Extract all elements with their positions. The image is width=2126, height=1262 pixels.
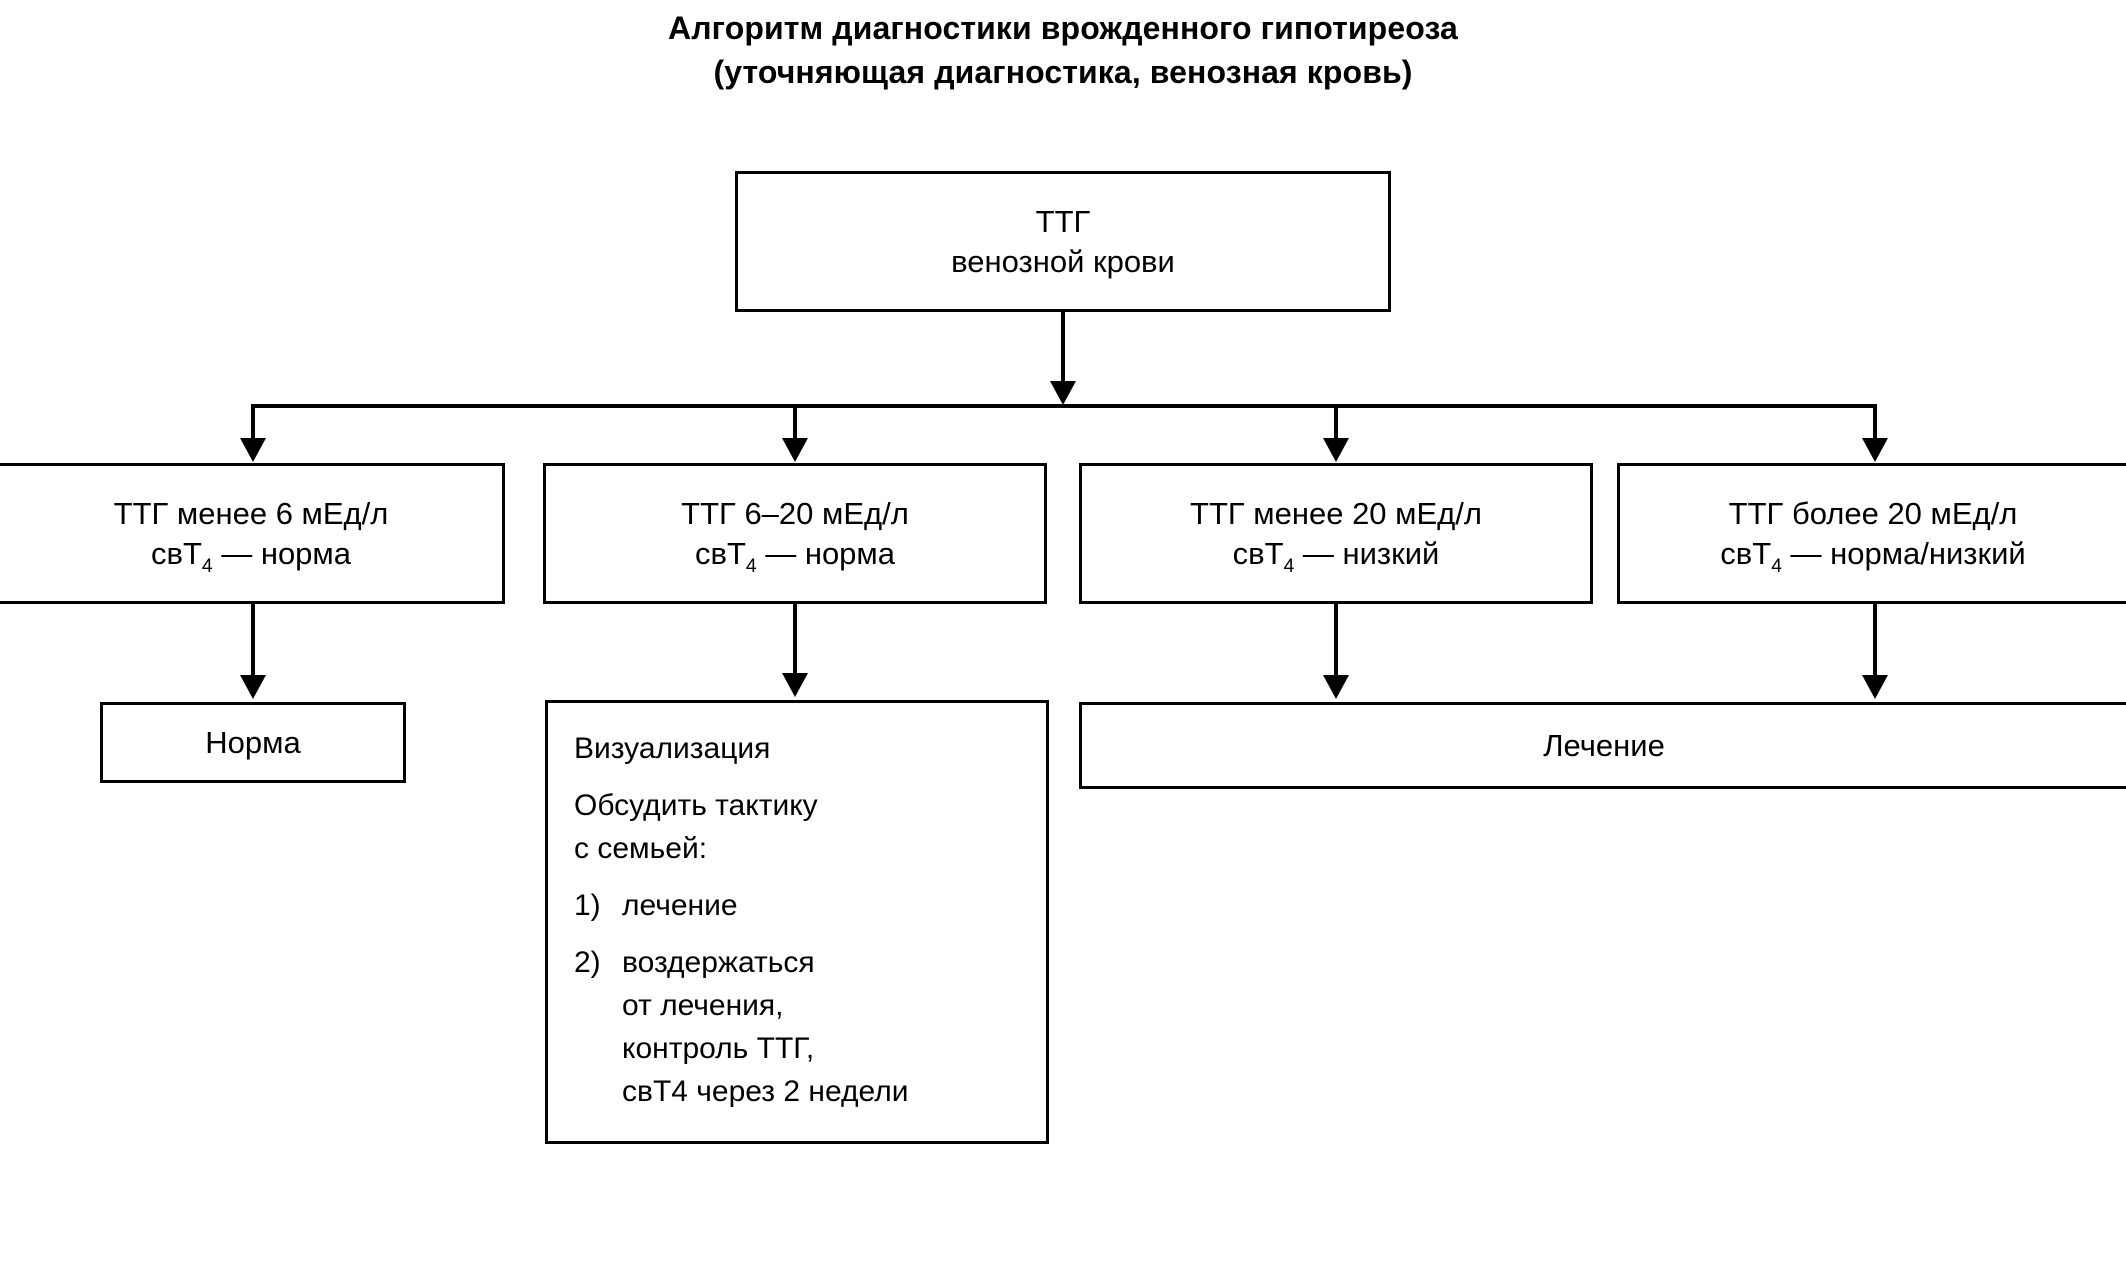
connector-bus-to-branch-3: [1334, 404, 1338, 442]
node-ttg-venous-blood: ТТГ венозной крови: [735, 171, 1391, 312]
node-ttg-venous-blood-line-1: ТТГ: [1035, 203, 1091, 239]
node-norma-label: Норма: [205, 724, 301, 760]
node-ttg-under-6: ТТГ менее 6 мЕд/л свТ4 — норма: [0, 463, 505, 604]
visualization-list-item-1-line-1: лечение: [622, 889, 738, 922]
ft4-subscript: 4: [1771, 555, 1782, 577]
ft4-label: свТ: [695, 535, 746, 571]
node-visualization-body: Визуализация Обсудить тактику с семьей: …: [574, 727, 1032, 1127]
arrowhead-bus-to-branch-1: [240, 438, 266, 462]
connector-branch-1-to-norma: [251, 604, 255, 679]
node-treatment-label: Лечение: [1543, 727, 1665, 763]
ft4-subscript: 4: [1283, 555, 1295, 577]
connector-branch-4-to-treatment: [1873, 604, 1877, 679]
node-ttg-over-20: ТТГ более 20 мЕд/л свТ4 — норма/низкий: [1617, 463, 2126, 604]
connector-bus-horizontal: [251, 404, 1877, 408]
ft4-label: свТ: [1720, 535, 1772, 571]
ft4-subscript: 4: [745, 555, 757, 577]
visualization-heading: Визуализация: [574, 732, 771, 765]
visualization-list-item-2-text: воздержаться от лечения, контроль ТТГ, с…: [622, 941, 1032, 1113]
node-ttg-under-20-text: ТТГ менее 20 мЕд/л свТ4 — низкий: [1082, 494, 1590, 577]
visualization-list-item-2-line-2: от лечения,: [622, 989, 784, 1022]
node-ttg-venous-blood-line-2: венозной крови: [951, 243, 1175, 279]
ft4-label: свТ: [151, 535, 202, 571]
node-ttg-over-20-line-1: ТТГ более 20 мЕд/л: [1728, 495, 2018, 531]
node-ttg-under-20-line-1: ТТГ менее 20 мЕд/л: [1190, 495, 1482, 531]
node-ttg-6-to-20-text: ТТГ 6–20 мЕд/л свТ4 — норма: [546, 494, 1044, 577]
node-ttg-venous-blood-text: ТТГ венозной крови: [738, 202, 1388, 282]
arrowhead-branch-3-to-treatment: [1323, 675, 1349, 699]
connector-bus-to-branch-1: [251, 404, 255, 442]
ft4-status: — норма: [212, 535, 351, 571]
visualization-subheading-line-2: с семьей:: [574, 832, 708, 865]
connector-bus-to-branch-4: [1873, 404, 1877, 442]
visualization-list-item-1: 1) лечение: [574, 884, 1032, 927]
arrowhead-bus-to-branch-4: [1862, 438, 1888, 462]
node-visualization: Визуализация Обсудить тактику с семьей: …: [545, 700, 1049, 1144]
arrowhead-root-to-bus: [1050, 381, 1076, 405]
connector-branch-2-to-visualization: [793, 604, 797, 679]
visualization-subheading-line-1: Обсудить тактику: [574, 789, 818, 822]
arrowhead-bus-to-branch-2: [782, 438, 808, 462]
node-ttg-over-20-text: ТТГ более 20 мЕд/л свТ4 — норма/низкий: [1620, 494, 2126, 577]
ft4-status: — низкий: [1294, 535, 1440, 571]
node-ttg-6-to-20: ТТГ 6–20 мЕд/л свТ4 — норма: [543, 463, 1047, 604]
arrowhead-branch-1-to-norma: [240, 675, 266, 699]
node-ttg-6-to-20-line-1: ТТГ 6–20 мЕд/л: [681, 495, 909, 531]
ft4-subscript: 4: [201, 555, 213, 577]
node-norma-text: Норма: [103, 723, 403, 763]
ft4-label: свТ: [1232, 535, 1284, 571]
arrowhead-bus-to-branch-3: [1323, 438, 1349, 462]
connector-bus-to-branch-2: [793, 404, 797, 442]
visualization-list-item-1-number: 1): [574, 889, 601, 922]
visualization-list-item-2-line-4: свТ4 через 2 недели: [622, 1075, 909, 1108]
visualization-subheading: Обсудить тактику с семьей:: [574, 784, 1032, 870]
arrowhead-branch-2-to-visualization: [782, 673, 808, 697]
diagram-title-line-1: Алгоритм диагностики врожденного гипотир…: [668, 10, 1458, 46]
diagram-title-line-2: (уточняющая диагностика, венозная кровь): [713, 54, 1413, 90]
node-ttg-under-6-line-1: ТТГ менее 6 мЕд/л: [113, 495, 389, 531]
node-ttg-under-20: ТТГ менее 20 мЕд/л свТ4 — низкий: [1079, 463, 1593, 604]
visualization-list-item-1-text: лечение: [622, 884, 1032, 927]
visualization-list-item-2-number: 2): [574, 946, 601, 979]
node-ttg-under-6-line-2: свТ4 — норма: [8, 534, 494, 577]
node-ttg-under-6-text: ТТГ менее 6 мЕд/л свТ4 — норма: [0, 494, 502, 577]
node-ttg-under-20-line-2: свТ4 — низкий: [1090, 534, 1582, 577]
node-ttg-over-20-line-2: свТ4 — норма/низкий: [1628, 534, 2118, 577]
ft4-status: — норма: [756, 535, 895, 571]
node-norma: Норма: [100, 702, 406, 783]
visualization-list-item-2-line-3: контроль ТТГ,: [622, 1032, 815, 1065]
connector-branch-3-to-treatment: [1334, 604, 1338, 679]
visualization-list-item-2-line-1: воздержаться: [622, 946, 815, 979]
arrowhead-branch-4-to-treatment: [1862, 675, 1888, 699]
visualization-list-item-2: 2) воздержаться от лечения, контроль ТТГ…: [574, 941, 1032, 1113]
node-ttg-6-to-20-line-2: свТ4 — норма: [554, 534, 1036, 577]
connector-root-stem: [1061, 311, 1065, 383]
node-treatment-text: Лечение: [1082, 726, 2126, 766]
ft4-status: — норма/низкий: [1781, 535, 2026, 571]
node-treatment: Лечение: [1079, 702, 2126, 789]
